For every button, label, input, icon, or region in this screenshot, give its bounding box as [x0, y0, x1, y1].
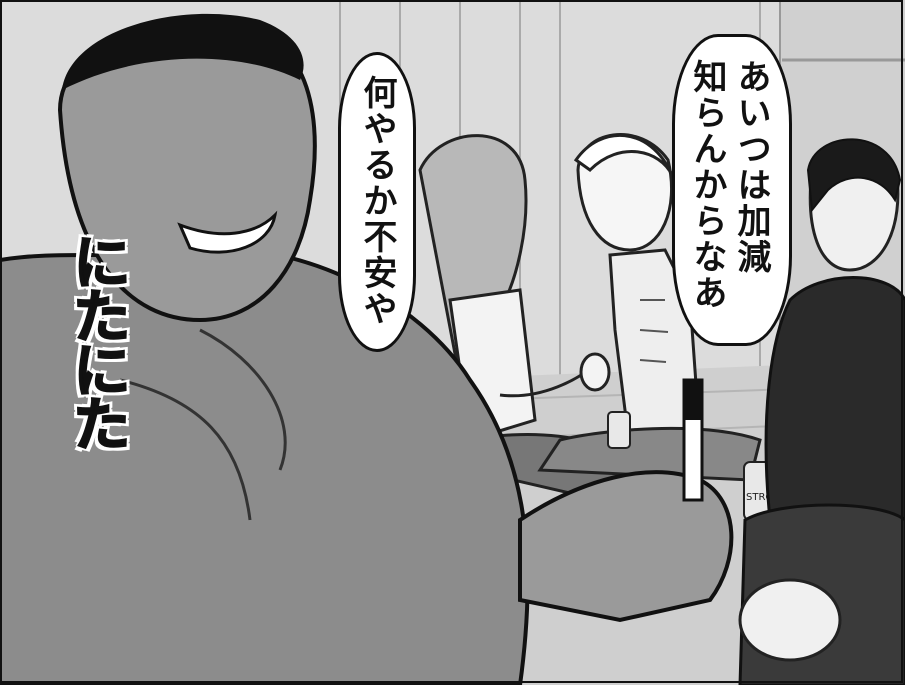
woman-figure [738, 138, 905, 685]
sound-effect: にたにた [62, 231, 132, 449]
speech-bubble-right: あいつは加減 知らんからなあ [672, 34, 792, 346]
speech-text: あいつは加減 知らんからなあ [685, 59, 773, 311]
beer-can [607, 411, 631, 449]
speech-line-1: あいつは加減 [731, 59, 771, 275]
boy-figure [537, 133, 762, 482]
speech-line-2: 知らんからなあ [687, 59, 727, 311]
speech-text: 何やるか不安や [357, 75, 397, 327]
speech-bubble-left: 何やるか不安や [338, 52, 416, 352]
muscular-man-figure [0, 13, 734, 685]
